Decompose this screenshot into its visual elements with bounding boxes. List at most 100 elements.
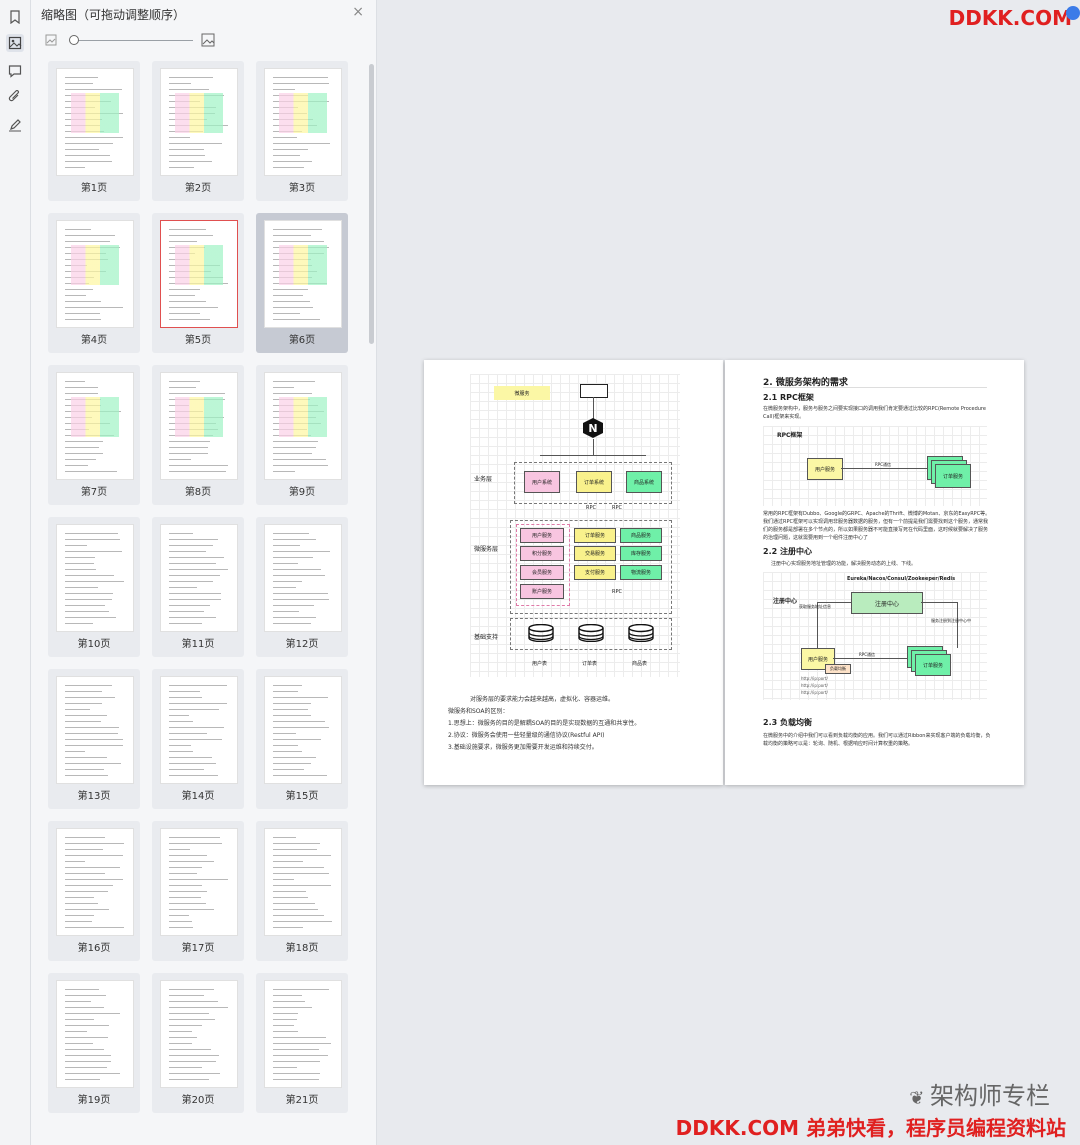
thumbnail-page[interactable]: 第4页 — [48, 213, 140, 353]
thumbnail-text-line — [169, 617, 216, 618]
thumbnail-text-line — [273, 393, 312, 394]
thumbnail-text-line — [65, 593, 113, 594]
thumbnail-icon[interactable] — [6, 34, 24, 52]
thumbnail-text-line — [65, 89, 122, 90]
panel-title: 缩略图（可拖动调整顺序） — [41, 8, 186, 22]
thumbnail-text-line — [65, 229, 91, 230]
zoom-track[interactable] — [71, 40, 193, 41]
user-avatar-icon[interactable] — [1066, 6, 1080, 20]
push-label: 服务注册到注册中心中 — [931, 618, 971, 623]
thumbnail-page[interactable]: 第5页 — [152, 213, 244, 353]
thumbnail-page[interactable]: 第1页 — [48, 61, 140, 201]
thumbnail-page[interactable]: 第20页 — [152, 973, 244, 1113]
thumbnail-text-line — [273, 313, 300, 314]
small-image-icon[interactable] — [45, 34, 57, 46]
thumbnail-preview — [56, 68, 134, 176]
thumbnail-text-line — [169, 685, 227, 686]
thumbnail-text-line — [273, 611, 299, 612]
thumbnail-text-line — [65, 849, 103, 850]
thumbnail-page[interactable]: 第11页 — [152, 517, 244, 657]
thumbnail-text-line — [169, 703, 227, 704]
thumbnail-text-line — [65, 77, 98, 78]
thumbnail-page[interactable]: 第14页 — [152, 669, 244, 809]
thumbnail-label: 第8页 — [184, 487, 212, 498]
thumbnail-text-line — [65, 143, 113, 144]
thumbnail-page[interactable]: 第19页 — [48, 973, 140, 1113]
thumbnail-page[interactable]: 第17页 — [152, 821, 244, 961]
rpc-diagram: RPC框架 用户服务 RPC通信 订单服务 — [763, 426, 987, 506]
thumbnail-text-line — [65, 471, 117, 472]
thumbnail-page[interactable]: 第15页 — [256, 669, 348, 809]
thumbnail-text-line — [65, 319, 101, 320]
zoom-knob[interactable] — [69, 35, 79, 45]
attachment-icon[interactable] — [6, 88, 24, 106]
registry-label: 注册中心 — [773, 598, 798, 605]
thumbnail-text-line — [273, 745, 298, 746]
thumbnail-zoom-slider[interactable] — [45, 33, 217, 48]
thumbnail-page[interactable]: 第6页 — [256, 213, 348, 353]
thumbnail-text-line — [273, 1019, 297, 1020]
layer-base-label: 基础支持 — [474, 634, 499, 641]
thumbnail-page[interactable]: 第7页 — [48, 365, 140, 505]
thumbnail-page[interactable]: 第21页 — [256, 973, 348, 1113]
thumbnail-text-line — [65, 709, 90, 710]
thumbnail-text-line — [273, 235, 311, 236]
thumbnail-text-line — [273, 557, 313, 558]
thumbnail-text-line — [169, 307, 218, 308]
thumbnail-page[interactable]: 第18页 — [256, 821, 348, 961]
thumbnail-text-line — [273, 739, 321, 740]
signature-icon[interactable] — [6, 116, 24, 134]
thumbnail-text-line — [65, 909, 109, 910]
thumbnail-text-line — [273, 885, 331, 886]
thumbnail-text-line — [65, 1037, 108, 1038]
tool-rail — [0, 0, 31, 1145]
para-registry: 注册中心实现服务地址管理的功能，解决服务动态的上线、下线。 — [771, 561, 917, 567]
thumbnail-text-line — [169, 873, 197, 874]
bookmark-icon[interactable] — [6, 8, 24, 26]
thumbnail-text-line — [273, 1001, 305, 1002]
thumbnail-text-line — [65, 569, 96, 570]
thumbnail-text-line — [273, 137, 297, 138]
thumbnail-text-line — [169, 1013, 209, 1014]
thumbnail-page[interactable]: 第10页 — [48, 517, 140, 657]
thumbnail-page[interactable]: 第16页 — [48, 821, 140, 961]
thumbnail-text-line — [65, 867, 120, 868]
thumbnail-text-line — [65, 1031, 87, 1032]
thumbnail-text-line — [65, 775, 108, 776]
thumbnail-text-line — [273, 843, 320, 844]
thumbnail-text-line — [65, 393, 98, 394]
thumbnail-text-line — [273, 763, 311, 764]
thumbnail-text-line — [65, 697, 115, 698]
watermark-bottom: DDKK.COM 弟弟快看，程序员编程资料站 — [675, 1116, 1066, 1140]
large-image-icon[interactable] — [201, 33, 215, 47]
panel-scrollbar[interactable] — [369, 64, 374, 344]
thumbnail-preview — [160, 676, 238, 784]
thumbnail-page[interactable]: 第8页 — [152, 365, 244, 505]
comment-icon[interactable] — [6, 62, 24, 80]
thumbnail-text-line — [169, 995, 204, 996]
thumbnail-text-line — [65, 295, 86, 296]
close-icon[interactable]: × — [352, 4, 364, 20]
thumbnail-text-line — [65, 751, 85, 752]
thumbnail-text-line — [273, 903, 315, 904]
thumbnail-text-line — [169, 393, 225, 394]
thumbnail-text-line — [169, 855, 207, 856]
thumbnail-page[interactable]: 第12页 — [256, 517, 348, 657]
thumbnail-text-line — [273, 143, 330, 144]
thumbnail-text-line — [273, 861, 303, 862]
thumbnail-text-line — [169, 83, 191, 84]
thumbnail-page[interactable]: 第3页 — [256, 61, 348, 201]
thumbnail-page[interactable]: 第13页 — [48, 669, 140, 809]
thumbnail-text-line — [169, 775, 218, 776]
thumbnail-text-line — [273, 995, 302, 996]
layer-micro-label: 微服务层 — [474, 546, 499, 553]
db-label-1: 用户表 — [532, 661, 548, 667]
thumbnail-label: 第2页 — [184, 183, 212, 194]
thumbnail-page[interactable]: 第2页 — [152, 61, 244, 201]
thumbnail-page[interactable]: 第9页 — [256, 365, 348, 505]
heading-registry: 2.2 注册中心 — [763, 547, 812, 556]
thumbnail-text-line — [169, 551, 206, 552]
thumbnail-text-line — [65, 441, 103, 442]
db-label-3: 商品表 — [632, 661, 648, 667]
micro-col1-4: 账户服务 — [520, 584, 564, 599]
